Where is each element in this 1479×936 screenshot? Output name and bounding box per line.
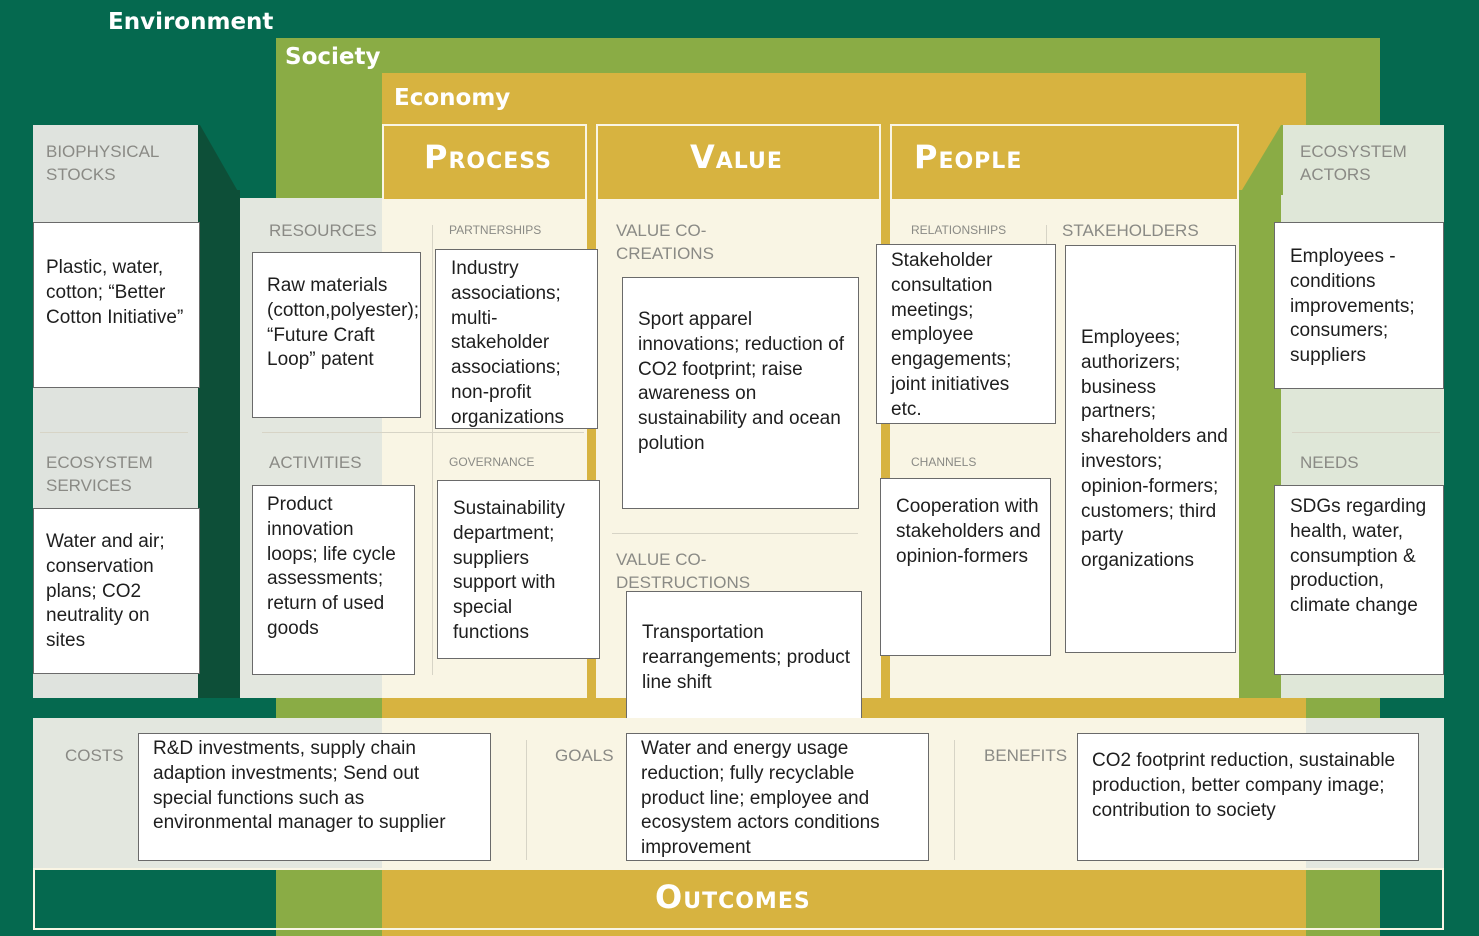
ecosystem-actors-box: Employees - conditions improvements; con… bbox=[1274, 222, 1444, 389]
left-bevel bbox=[198, 125, 240, 195]
outcomes-bar bbox=[33, 868, 1444, 930]
governance-label: GOVERNANCE bbox=[449, 455, 535, 469]
bottom-divider-1 bbox=[526, 740, 527, 860]
left-side-shadow bbox=[198, 190, 240, 698]
process-header bbox=[382, 124, 587, 199]
resources-box: Raw materials (cotton,polyester); “Futur… bbox=[252, 252, 421, 418]
biophysical-stocks-box: Plastic, water, cotton; “Better Cotton I… bbox=[33, 222, 200, 388]
value-divider-h bbox=[612, 533, 858, 534]
column-gap-1 bbox=[587, 198, 596, 698]
process-divider-h bbox=[262, 432, 584, 433]
people-heading: People bbox=[914, 138, 1023, 176]
channels-label: CHANNELS bbox=[911, 455, 977, 469]
value-co-destructions-label: VALUE CO-DESTRUCTIONS bbox=[616, 550, 751, 592]
process-heading: Process bbox=[424, 138, 552, 176]
partnerships-label: PARTNERSHIPS bbox=[449, 223, 542, 237]
governance-box: Sustainability department; suppliers sup… bbox=[437, 480, 600, 659]
right-divider-h bbox=[1292, 432, 1440, 433]
activities-label: ACTIVITIES bbox=[269, 453, 362, 472]
biophysical-stocks-label: BIOPHYSICAL STOCKS bbox=[46, 142, 159, 184]
left-divider-h bbox=[40, 432, 188, 433]
ecosystem-actors-label: ECOSYSTEM ACTORS bbox=[1300, 142, 1407, 184]
people-header bbox=[890, 124, 1239, 199]
ecosystem-services-label: ECOSYSTEM SERVICES bbox=[46, 453, 153, 495]
people-divider-v bbox=[1046, 225, 1047, 255]
benefits-label: BENEFITS bbox=[984, 746, 1068, 765]
needs-box: SDGs regarding health, water, consumptio… bbox=[1274, 485, 1444, 675]
outcomes-heading: Outcomes bbox=[655, 878, 811, 916]
relationships-label: RELATIONSHIPS bbox=[911, 223, 1007, 237]
value-co-destructions-box: Transportation rearrangements; product l… bbox=[626, 591, 862, 721]
goals-label: GOALS bbox=[555, 746, 614, 765]
value-heading: Value bbox=[690, 138, 783, 176]
channels-box: Cooperation with stakeholders and opinio… bbox=[880, 478, 1051, 656]
process-divider-v bbox=[432, 225, 433, 675]
column-gap-2 bbox=[881, 198, 890, 698]
ecosystem-services-box: Water and air; conservation plans; CO2 n… bbox=[33, 508, 200, 674]
costs-box: R&D investments, supply chain adaption i… bbox=[138, 733, 491, 861]
right-bevel bbox=[1239, 125, 1283, 195]
stakeholders-label: STAKEHOLDERS bbox=[1062, 221, 1199, 240]
value-co-creations-box: Sport apparel innovations; reduction of … bbox=[622, 277, 859, 509]
society-label: Society bbox=[285, 44, 381, 70]
costs-label: COSTS bbox=[65, 746, 124, 765]
resources-label: RESOURCES bbox=[269, 221, 377, 240]
goals-box: Water and energy usage reduction; fully … bbox=[626, 733, 929, 861]
benefits-box: CO2 footprint reduction, sustainable pro… bbox=[1077, 733, 1419, 861]
environment-label: Environment bbox=[108, 9, 274, 35]
stakeholders-box: Employees; authorizers; business partner… bbox=[1065, 245, 1236, 653]
activities-box: Product innovation loops; life cycle ass… bbox=[252, 485, 415, 675]
partnerships-box: Industry associations; multi-stakeholder… bbox=[435, 249, 598, 429]
relationships-box: Stakeholder consultation meetings; emplo… bbox=[876, 244, 1056, 424]
economy-label: Economy bbox=[394, 85, 511, 111]
bottom-divider-2 bbox=[954, 740, 955, 860]
value-co-creations-label: VALUE CO-CREATIONS bbox=[616, 221, 714, 263]
value-header bbox=[596, 124, 881, 199]
needs-label: NEEDS bbox=[1300, 453, 1359, 472]
